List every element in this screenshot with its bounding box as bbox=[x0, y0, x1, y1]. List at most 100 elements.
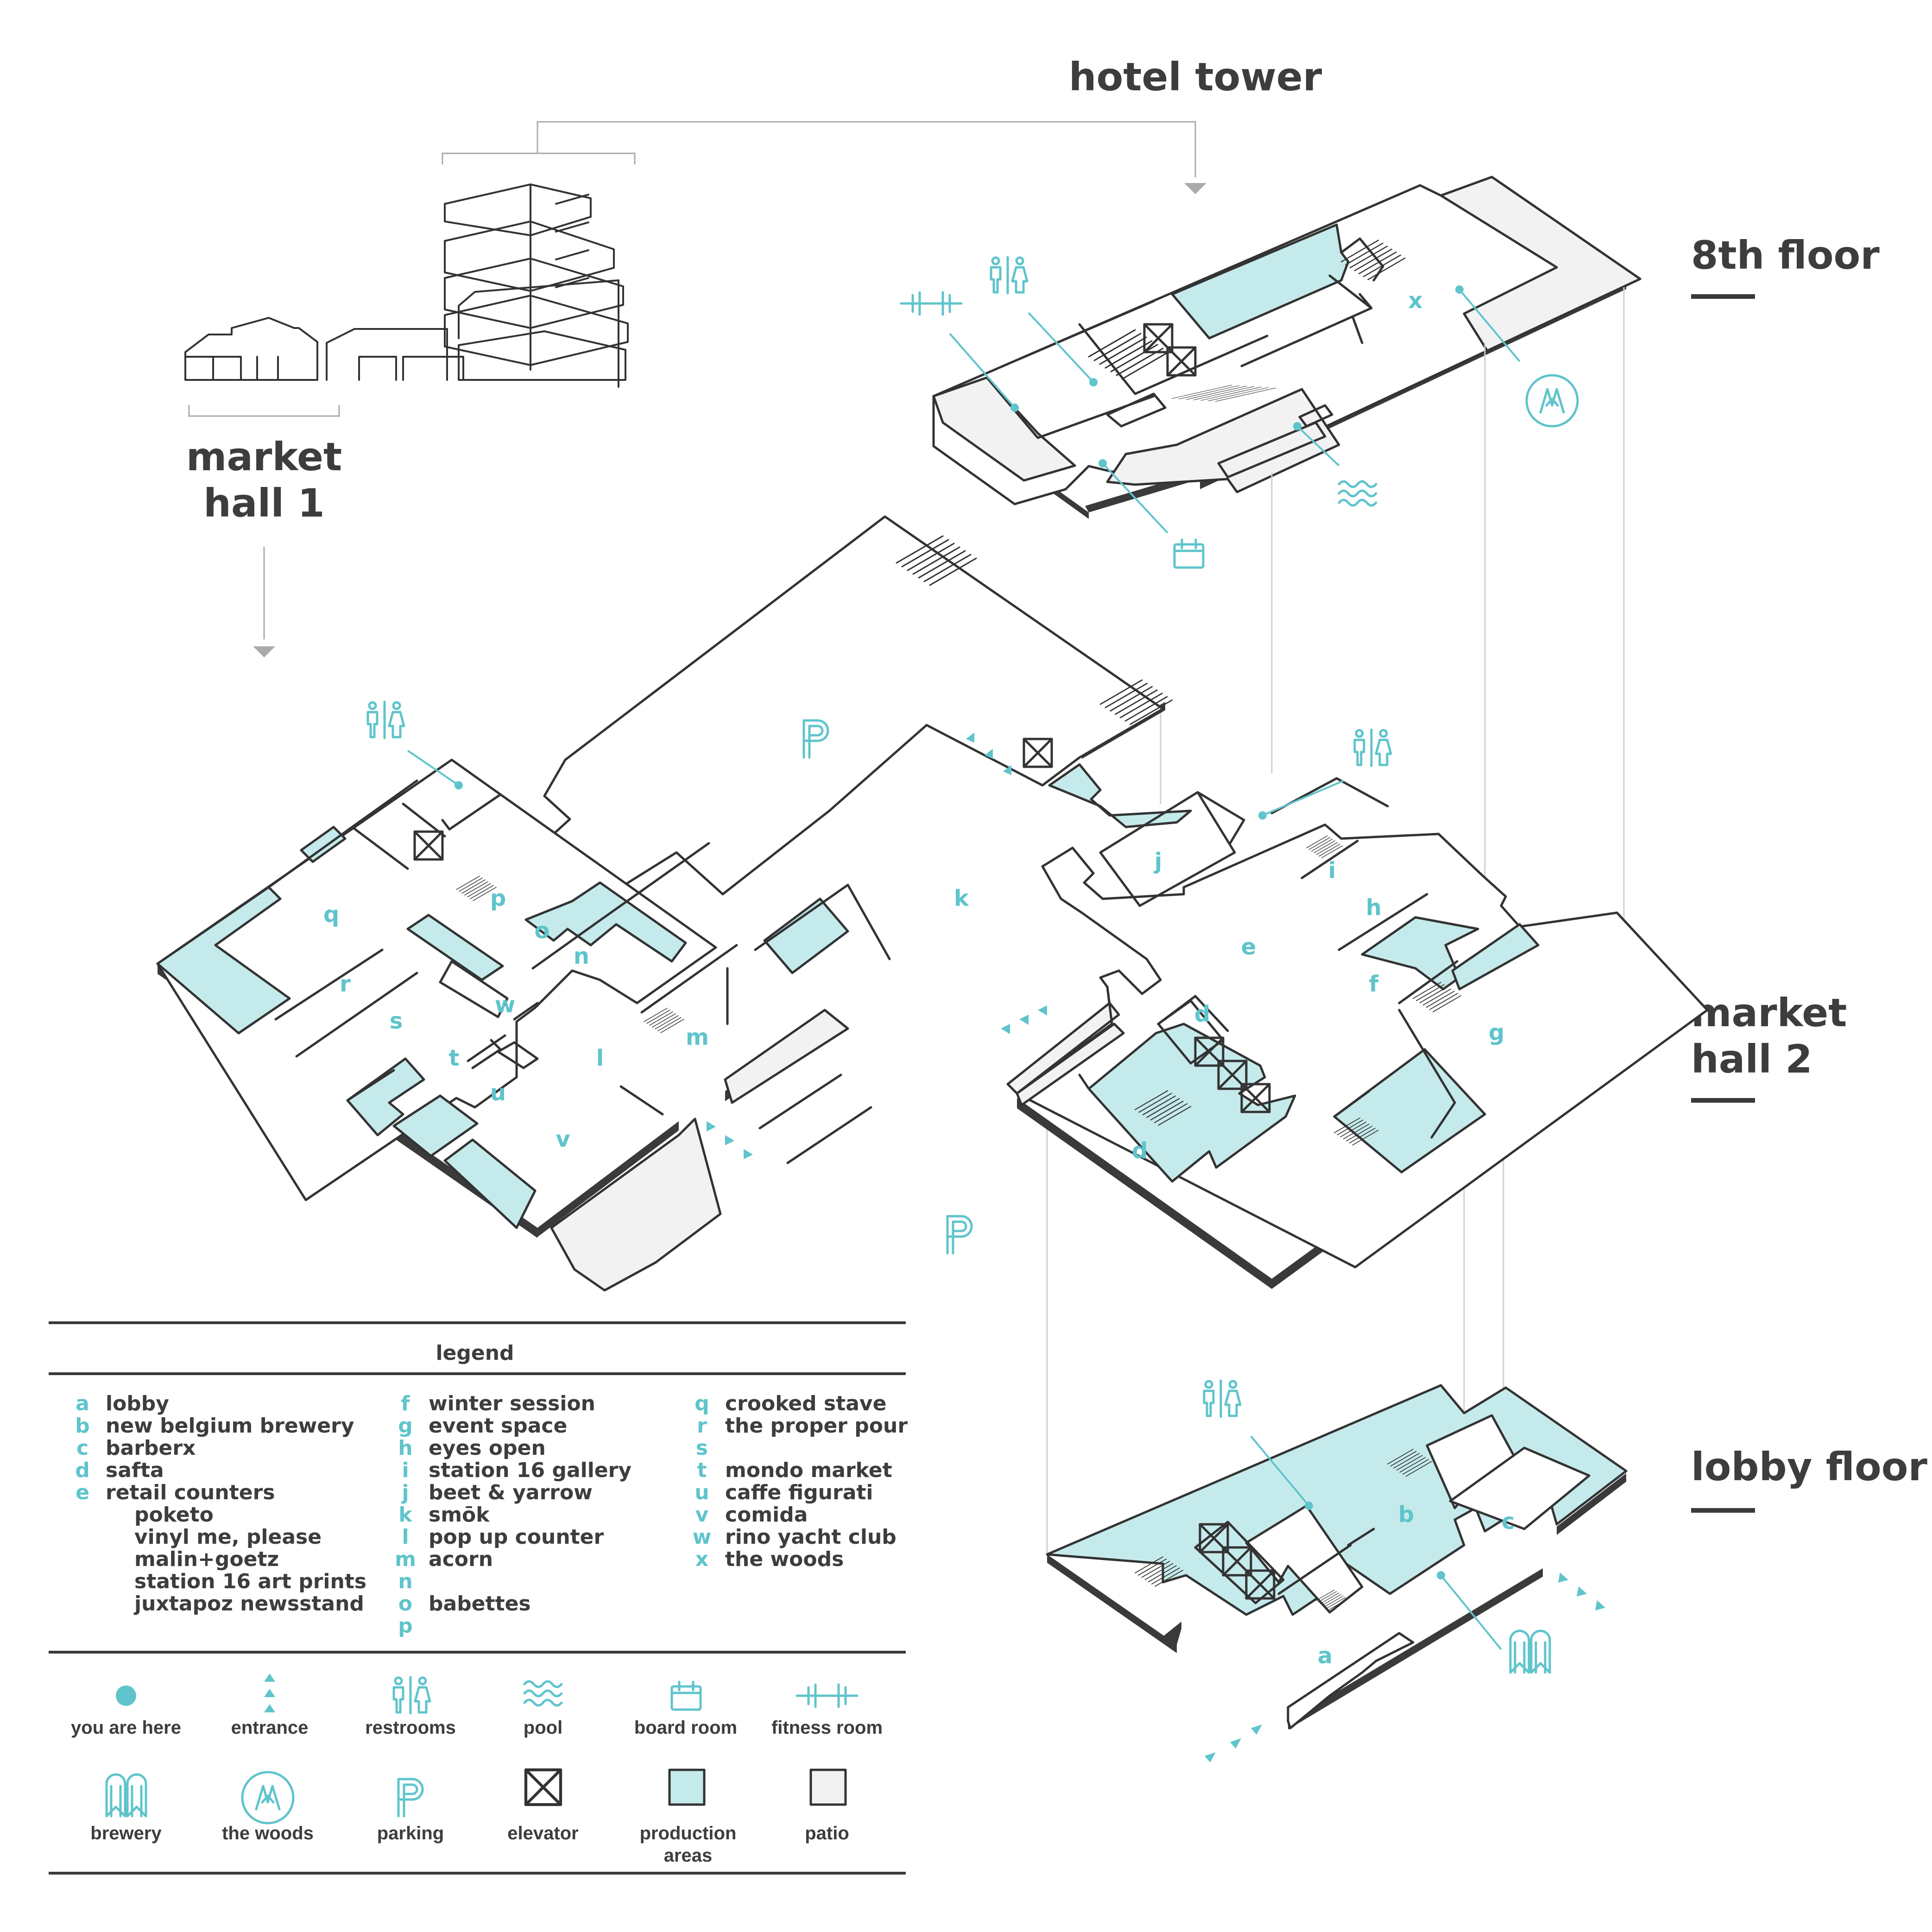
legend-letter: q bbox=[695, 1392, 709, 1415]
legend-name: crooked stave bbox=[725, 1392, 886, 1415]
room-letter-n: n bbox=[574, 943, 589, 969]
room-letter-v: v bbox=[556, 1126, 570, 1152]
legend-name: event space bbox=[429, 1414, 567, 1438]
legend-name: beet & yarrow bbox=[429, 1481, 593, 1504]
floor-8th-underline bbox=[1691, 294, 1755, 299]
legend-symbol-label: patio bbox=[805, 1823, 849, 1844]
room-letter-b: b bbox=[1398, 1502, 1414, 1528]
legend-name: barberx bbox=[106, 1436, 196, 1460]
legend-col1: a lobby b new belgium brewery c barberx … bbox=[75, 1392, 366, 1616]
restrooms-icon bbox=[991, 257, 1027, 293]
room-letter-x: x bbox=[1408, 288, 1423, 314]
legend-letter: b bbox=[75, 1414, 90, 1438]
production-areas-icon bbox=[668, 1768, 706, 1806]
parking-icon-2 bbox=[947, 1216, 972, 1253]
legend-letter: x bbox=[695, 1547, 708, 1571]
room-letter-r: r bbox=[340, 971, 351, 997]
lobby-floor-title: lobby floor bbox=[1691, 1444, 1927, 1490]
hotel-tower-title: hotel tower bbox=[1069, 54, 1322, 100]
room-letter-j: j bbox=[1154, 848, 1162, 874]
lobby-floor-underline bbox=[1691, 1508, 1755, 1513]
market-hall-2-map: j i h e f g d d bbox=[1006, 730, 1709, 1289]
legend-symbol-brewery: brewery bbox=[90, 1773, 162, 1844]
legend-subitem: vinyl me, please bbox=[134, 1525, 322, 1549]
elevator-icon-legend bbox=[526, 1770, 561, 1805]
legend-letter: e bbox=[76, 1481, 89, 1504]
restrooms-icon-hall1 bbox=[368, 702, 404, 738]
market-hall-1-title-line2: hall 1 bbox=[203, 480, 325, 526]
legend-name: safta bbox=[106, 1458, 164, 1482]
the-woods-icon-legend bbox=[241, 1771, 295, 1825]
legend-name: winter session bbox=[429, 1392, 595, 1415]
market-hall-1-map: q p o n r w s t u l m v k bbox=[156, 515, 1173, 1292]
room-letter-c: c bbox=[1502, 1509, 1515, 1534]
legend-letter: i bbox=[402, 1458, 409, 1482]
market-hall-2-title-line2: hall 2 bbox=[1691, 1036, 1812, 1082]
legend-symbol-pool: pool bbox=[523, 1680, 563, 1738]
fitness-room-icon-legend bbox=[796, 1683, 859, 1708]
building-illustration bbox=[184, 183, 629, 388]
legend-name: the woods bbox=[725, 1547, 844, 1571]
you-are-here-icon bbox=[116, 1686, 136, 1706]
legend-symbol-label: the woods bbox=[222, 1823, 314, 1844]
lobby-floor-map: b c a bbox=[1046, 1381, 1628, 1762]
legend-letter: k bbox=[398, 1503, 413, 1527]
room-letter-e: e bbox=[1241, 934, 1256, 960]
legend-symbol-label: parking bbox=[377, 1823, 444, 1844]
entrance-icon bbox=[264, 1673, 275, 1712]
legend-subitem: poketo bbox=[134, 1503, 214, 1527]
legend-col2: f winter session g event space h eyes op… bbox=[395, 1392, 631, 1638]
legend-subitem: juxtapoz newsstand bbox=[133, 1592, 364, 1616]
legend-symbol-label: restrooms bbox=[365, 1717, 456, 1738]
restrooms-icon-legend bbox=[394, 1677, 430, 1713]
legend-letter: r bbox=[697, 1414, 707, 1438]
legend-name: pop up counter bbox=[429, 1525, 604, 1549]
legend-letter: a bbox=[76, 1392, 89, 1415]
legend-name: mondo market bbox=[725, 1458, 892, 1482]
legend-subitem: malin+goetz bbox=[134, 1547, 279, 1571]
legend-title: legend bbox=[436, 1341, 514, 1365]
legend-symbol-board-room: board room bbox=[634, 1680, 737, 1738]
the-woods-icon bbox=[1525, 374, 1579, 428]
legend-name: caffe figurati bbox=[725, 1481, 873, 1504]
legend-letter: c bbox=[76, 1436, 88, 1460]
room-letter-a: a bbox=[1318, 1643, 1332, 1669]
room-letter-d-upper: d bbox=[1194, 1001, 1210, 1027]
room-letter-t: t bbox=[449, 1045, 460, 1071]
room-letter-u: u bbox=[490, 1080, 506, 1106]
legend-symbol-parking: parking bbox=[377, 1779, 444, 1844]
legend-name: acorn bbox=[429, 1547, 493, 1571]
legend-name: comida bbox=[725, 1503, 808, 1527]
legend-letter: m bbox=[395, 1547, 416, 1571]
legend-symbol-patio: patio bbox=[805, 1768, 849, 1844]
legend-name: rino yacht club bbox=[725, 1525, 897, 1549]
legend-letter: n bbox=[398, 1570, 412, 1593]
legend-symbol-label: fitness room bbox=[771, 1717, 883, 1738]
board-room-icon-legend bbox=[670, 1680, 702, 1711]
legend-letter: s bbox=[696, 1436, 708, 1460]
legend: legend a lobby b new belgium brewery c b… bbox=[49, 1321, 908, 1875]
legend-letter: l bbox=[402, 1525, 409, 1549]
room-letter-f: f bbox=[1369, 971, 1379, 997]
legend-letter: g bbox=[398, 1414, 413, 1438]
restrooms-icon-hall2 bbox=[1355, 730, 1391, 766]
legend-name: station 16 gallery bbox=[429, 1458, 631, 1482]
legend-symbol-you-are-here: you are here bbox=[71, 1686, 181, 1738]
legend-symbol-elevator: elevator bbox=[507, 1770, 579, 1844]
legend-name: new belgium brewery bbox=[106, 1414, 354, 1438]
room-letter-w: w bbox=[495, 992, 515, 1018]
pool-icon bbox=[1338, 480, 1377, 507]
legend-letter: w bbox=[693, 1525, 712, 1549]
legend-symbol-fitness-room: fitness room bbox=[771, 1683, 883, 1738]
legend-letter: o bbox=[398, 1592, 412, 1616]
legend-name: eyes open bbox=[429, 1436, 546, 1460]
room-letter-o: o bbox=[535, 918, 550, 944]
legend-symbol-label: board room bbox=[634, 1717, 737, 1738]
parking-icon-legend bbox=[398, 1779, 423, 1816]
floor-8th-title: 8th floor bbox=[1691, 233, 1880, 278]
legend-letter: d bbox=[75, 1458, 90, 1482]
brewery-icon bbox=[1509, 1629, 1551, 1674]
